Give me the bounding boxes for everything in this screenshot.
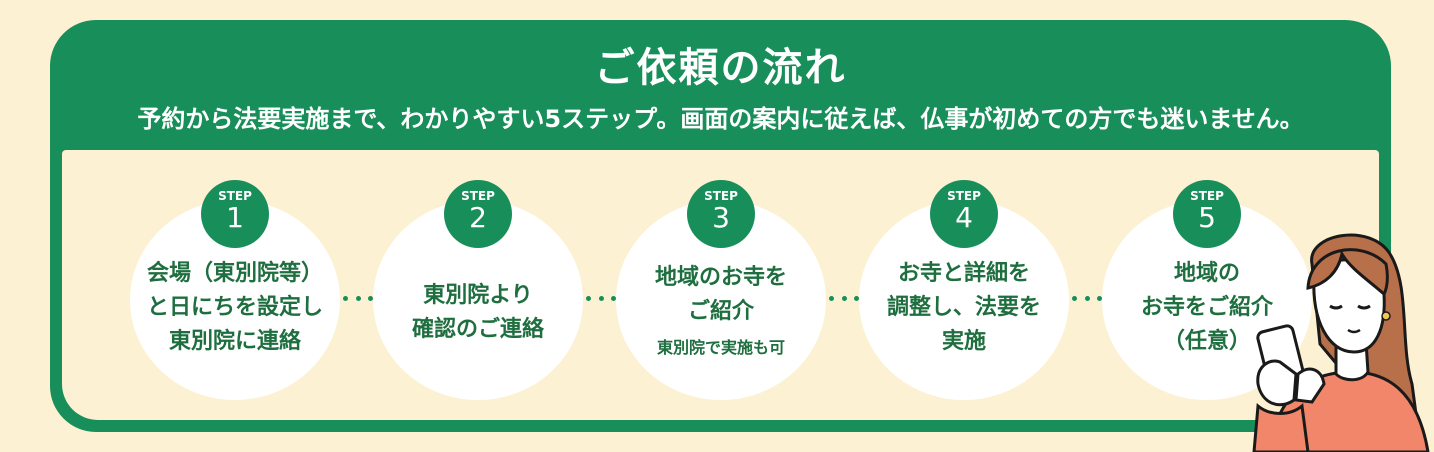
step-number: 2 xyxy=(469,201,487,234)
step-connector-dots xyxy=(1072,296,1102,302)
step-note: 東別院で実施も可 xyxy=(656,338,785,357)
step-text-line: 地域のお寺を xyxy=(654,265,787,290)
step-number: 5 xyxy=(1198,201,1216,234)
step-badge-4: STEP 4 xyxy=(930,180,998,248)
step-number: 4 xyxy=(955,201,973,234)
step-1: STEP 1 会場（東別院等） と日にちを設定し 東別院に連絡 xyxy=(130,180,340,400)
section-title: ご依頼の流れ xyxy=(594,45,847,91)
step-badge-3: STEP 3 xyxy=(687,180,755,248)
step-badge-5: STEP 5 xyxy=(1173,180,1241,248)
step-text-line: お寺と詳細を xyxy=(897,261,1030,286)
step-text-line: ご紹介 xyxy=(687,299,754,324)
woman-with-smartphone-icon xyxy=(1252,233,1430,452)
step-3: STEP 3 地域のお寺を ご紹介 東別院で実施も可 xyxy=(616,180,826,400)
step-number: 3 xyxy=(712,201,730,234)
step-text-line: と日にちを設定し xyxy=(146,295,323,320)
step-label: STEP xyxy=(947,189,981,203)
step-text-line: 調整し、法要を xyxy=(886,295,1041,320)
step-label: STEP xyxy=(461,189,495,203)
step-text-line: 確認のご連絡 xyxy=(411,317,544,342)
step-label: STEP xyxy=(218,189,252,203)
step-text-line: 会場（東別院等） xyxy=(146,261,323,286)
step-4: STEP 4 お寺と詳細を 調整し、法要を 実施 xyxy=(859,180,1069,400)
step-connector-dots xyxy=(829,296,859,302)
step-label: STEP xyxy=(1190,189,1224,203)
step-connector-dots xyxy=(343,296,373,302)
step-text-line: 実施 xyxy=(941,329,986,354)
step-text-line: （任意） xyxy=(1162,329,1251,354)
step-badge-2: STEP 2 xyxy=(444,180,512,248)
step-text-line: 東別院に連絡 xyxy=(168,329,301,354)
section-subtitle: 予約から法要実施まで、わかりやすい5ステップ。画面の案内に従えば、仏事が初めての… xyxy=(137,105,1304,133)
step-badge-1: STEP 1 xyxy=(201,180,269,248)
step-text-line: 東別院より xyxy=(423,283,533,308)
step-connector-dots xyxy=(586,296,616,302)
step-2: STEP 2 東別院より 確認のご連絡 xyxy=(373,180,583,400)
step-label: STEP xyxy=(704,189,738,203)
step-number: 1 xyxy=(226,201,244,234)
step-text-line: 地域の xyxy=(1173,261,1240,286)
step-text-line: お寺をご紹介 xyxy=(1140,295,1273,320)
